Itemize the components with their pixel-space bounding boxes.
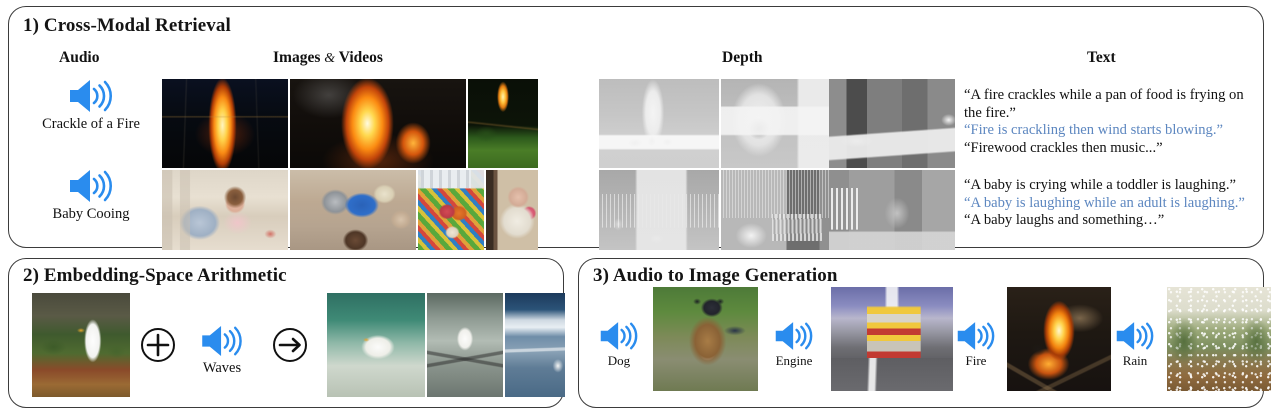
thumbnail-german-shepherd-grass[interactable] <box>653 287 758 391</box>
images-label: Images <box>273 49 321 66</box>
depth-dark-room-table[interactable] <box>829 79 955 168</box>
text-results-row-1: “A fire crackles while a pan of food is … <box>964 87 1259 157</box>
plus-circle-icon <box>141 328 175 362</box>
audio-label-engine: Engine <box>775 353 813 368</box>
thumbnail-bus-on-road[interactable] <box>831 287 953 391</box>
speaker-icon[interactable] <box>200 325 244 357</box>
audio-cell-rain[interactable]: Rain <box>1111 321 1159 369</box>
thumbnail-fire-night-pole[interactable] <box>162 79 288 168</box>
retrieved-text-4: “A baby is crying while a toddler is lau… <box>964 177 1236 193</box>
audio-cell-baby-cooing[interactable]: Baby Cooing <box>29 169 153 223</box>
thumbnail-baby-crib-doorway[interactable] <box>486 170 538 250</box>
generation-item-rain: Rain <box>1111 287 1271 397</box>
thumbnail-egret-wading-teal-water[interactable] <box>327 293 425 397</box>
thumbnail-egret-standing-shallow-water[interactable] <box>427 293 503 397</box>
audio-label-fire: Fire <box>965 353 987 368</box>
audio-cell-engine[interactable]: Engine <box>765 321 823 369</box>
generation-item-engine: Engine <box>765 287 953 397</box>
panel-embedding-space-arithmetic: 2) Embedding-Space Arithmetic Waves <box>8 258 565 408</box>
audio-cell-fire[interactable]: Fire <box>953 321 999 369</box>
thumbnail-bonfire-large[interactable] <box>290 79 466 168</box>
audio-label-waves: Waves <box>202 360 242 376</box>
speaker-icon[interactable] <box>68 169 114 203</box>
column-heading-images-videos: Images & Videos <box>273 49 383 67</box>
speaker-icon[interactable] <box>1115 321 1155 351</box>
arrow-right-circle-icon <box>273 328 307 362</box>
retrieved-text-1: “A fire crackles while a pan of food is … <box>964 87 1244 121</box>
depth-nursery-crib[interactable] <box>599 170 719 250</box>
panel-2-title: 2) Embedding-Space Arithmetic <box>23 265 287 286</box>
audio-cell-waves[interactable]: Waves <box>179 325 265 377</box>
text-results-row-2: “A baby is crying while a toddler is lau… <box>964 177 1259 230</box>
speaker-icon[interactable] <box>774 321 814 351</box>
retrieved-text-6: “A baby laughs and something…” <box>964 212 1165 229</box>
retrieved-text-2: “Fire is crackling then wind starts blow… <box>964 122 1223 139</box>
thumbnail-egret-in-grass[interactable] <box>32 293 130 397</box>
audio-label-row-1: Crackle of a Fire <box>42 116 140 132</box>
thumbnail-fire-torch-grass[interactable] <box>468 79 538 168</box>
depth-fireplace-lamp[interactable] <box>721 79 847 168</box>
thumbnail-babies-playmat[interactable] <box>418 170 484 250</box>
column-heading-audio: Audio <box>59 49 100 66</box>
retrieved-text-5: “A baby is laughing while an adult is la… <box>964 194 1245 211</box>
generation-item-fire: Fire <box>953 287 1111 397</box>
panel-1-title: 1) Cross-Modal Retrieval <box>23 15 231 36</box>
generation-item-dog: Dog <box>593 287 758 397</box>
audio-label-row-2: Baby Cooing <box>52 206 130 222</box>
retrieved-text-3: “Firewood crackles then music...” <box>964 139 1163 156</box>
speaker-icon[interactable] <box>956 321 996 351</box>
panel-audio-to-image-generation: 3) Audio to Image Generation Dog <box>578 258 1271 408</box>
audio-label-rain: Rain <box>1122 353 1148 368</box>
panel-3-title: 3) Audio to Image Generation <box>593 265 838 286</box>
depth-fireplace-white[interactable] <box>599 79 719 168</box>
speaker-icon[interactable] <box>599 321 639 351</box>
depth-canopy-basket[interactable] <box>721 170 847 250</box>
thumbnail-rain-on-forest-path[interactable] <box>1167 287 1271 391</box>
column-heading-text: Text <box>1087 49 1116 66</box>
thumbnail-baby-sitting-pink[interactable] <box>162 170 288 250</box>
depth-crib-dresser[interactable] <box>829 170 955 250</box>
column-heading-depth: Depth <box>722 49 763 66</box>
audio-cell-crackle-of-a-fire[interactable]: Crackle of a Fire <box>29 79 153 133</box>
ampersand-glyph: & <box>324 51 336 66</box>
thumbnail-campfire-embers[interactable] <box>1007 287 1111 391</box>
thumbnail-babies-toys-couch[interactable] <box>290 170 416 250</box>
videos-label: Videos <box>338 49 383 66</box>
speaker-icon[interactable] <box>68 79 114 113</box>
audio-label-dog: Dog <box>607 353 631 368</box>
audio-cell-dog[interactable]: Dog <box>593 321 645 369</box>
thumbnail-egret-on-beach-surf[interactable] <box>505 293 565 397</box>
panel-cross-modal-retrieval: 1) Cross-Modal Retrieval Audio Images & … <box>8 6 1264 250</box>
